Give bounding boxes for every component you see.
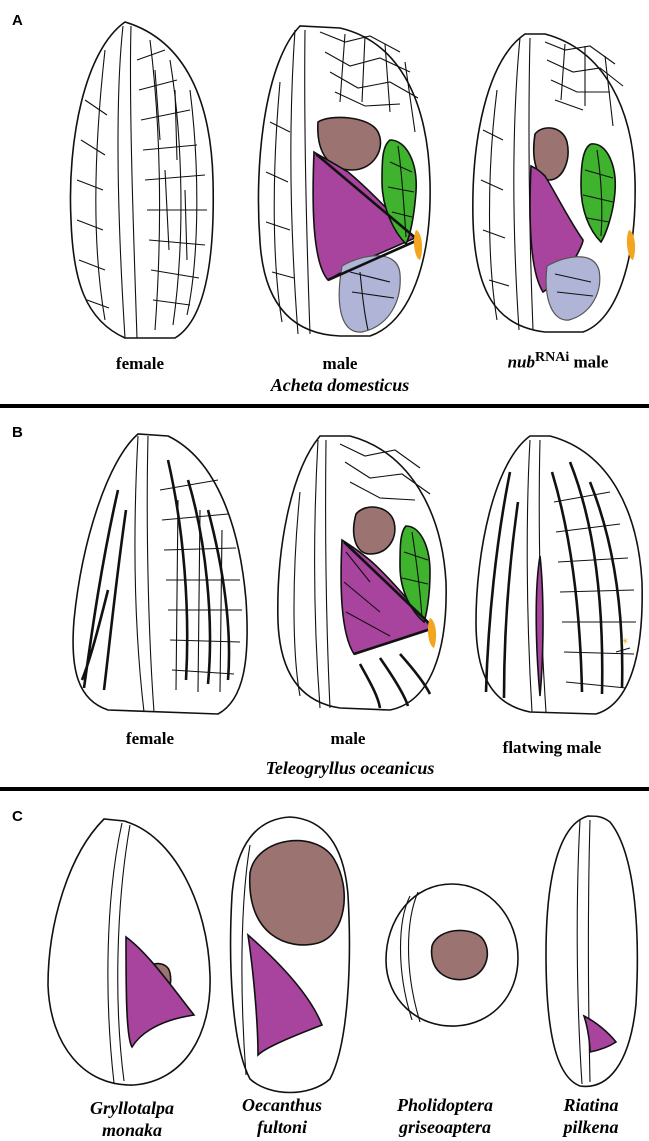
teleogryllus-female-caption: female: [110, 729, 190, 749]
riatina-epithet: pilkena: [536, 1116, 646, 1138]
teleogryllus-male-wing: [270, 432, 450, 712]
panel-a-label: A: [12, 12, 23, 29]
svg-text:*: *: [622, 636, 628, 650]
teleogryllus-male-caption: male: [308, 729, 388, 749]
gryllotalpa-genus: Gryllotalpa: [72, 1097, 192, 1119]
acheta-nub-rnai-male-wing: [465, 30, 640, 335]
pholidoptera-epithet: griseoaptera: [370, 1116, 520, 1138]
oecanthus-species-name: Oecanthus fultoni: [222, 1094, 342, 1138]
nub-gene-label: nub: [508, 353, 535, 372]
gryllotalpa-wing: [44, 815, 214, 1090]
riatina-genus: Riatina: [536, 1094, 646, 1116]
gryllotalpa-epithet: monaka: [72, 1119, 192, 1141]
panel-c-label: C: [12, 808, 23, 825]
acheta-female-caption: female: [100, 354, 180, 374]
acheta-female-wing: [65, 20, 215, 342]
riatina-species-name: Riatina pilkena: [536, 1094, 646, 1138]
oecanthus-epithet: fultoni: [222, 1116, 342, 1138]
gryllotalpa-species-name: Gryllotalpa monaka: [72, 1097, 192, 1141]
pholidoptera-genus: Pholidoptera: [370, 1094, 520, 1116]
acheta-male-wing: [250, 22, 435, 340]
riatina-wing: [540, 814, 642, 1089]
panel-b-label: B: [12, 424, 23, 441]
oecanthus-genus: Oecanthus: [222, 1094, 342, 1116]
teleogryllus-flatwing-male-wing: *: [470, 432, 645, 716]
rnai-superscript: RNAi: [535, 350, 569, 365]
teleogryllus-flatwing-caption: flatwing male: [482, 738, 622, 758]
acheta-male-caption: male: [300, 354, 380, 374]
divider-b-c: [0, 787, 649, 791]
teleogryllus-species-name: Teleogryllus oceanicus: [220, 758, 480, 779]
pholidoptera-wing: [382, 880, 520, 1030]
acheta-species-name: Acheta domesticus: [220, 375, 460, 396]
nub-male-suffix: male: [569, 353, 608, 372]
divider-a-b: [0, 404, 649, 408]
teleogryllus-female-wing: [68, 430, 250, 716]
oecanthus-wing: [226, 815, 354, 1095]
pholidoptera-species-name: Pholidoptera griseoaptera: [370, 1094, 520, 1138]
acheta-nub-male-caption: nubRNAi male: [493, 350, 623, 373]
